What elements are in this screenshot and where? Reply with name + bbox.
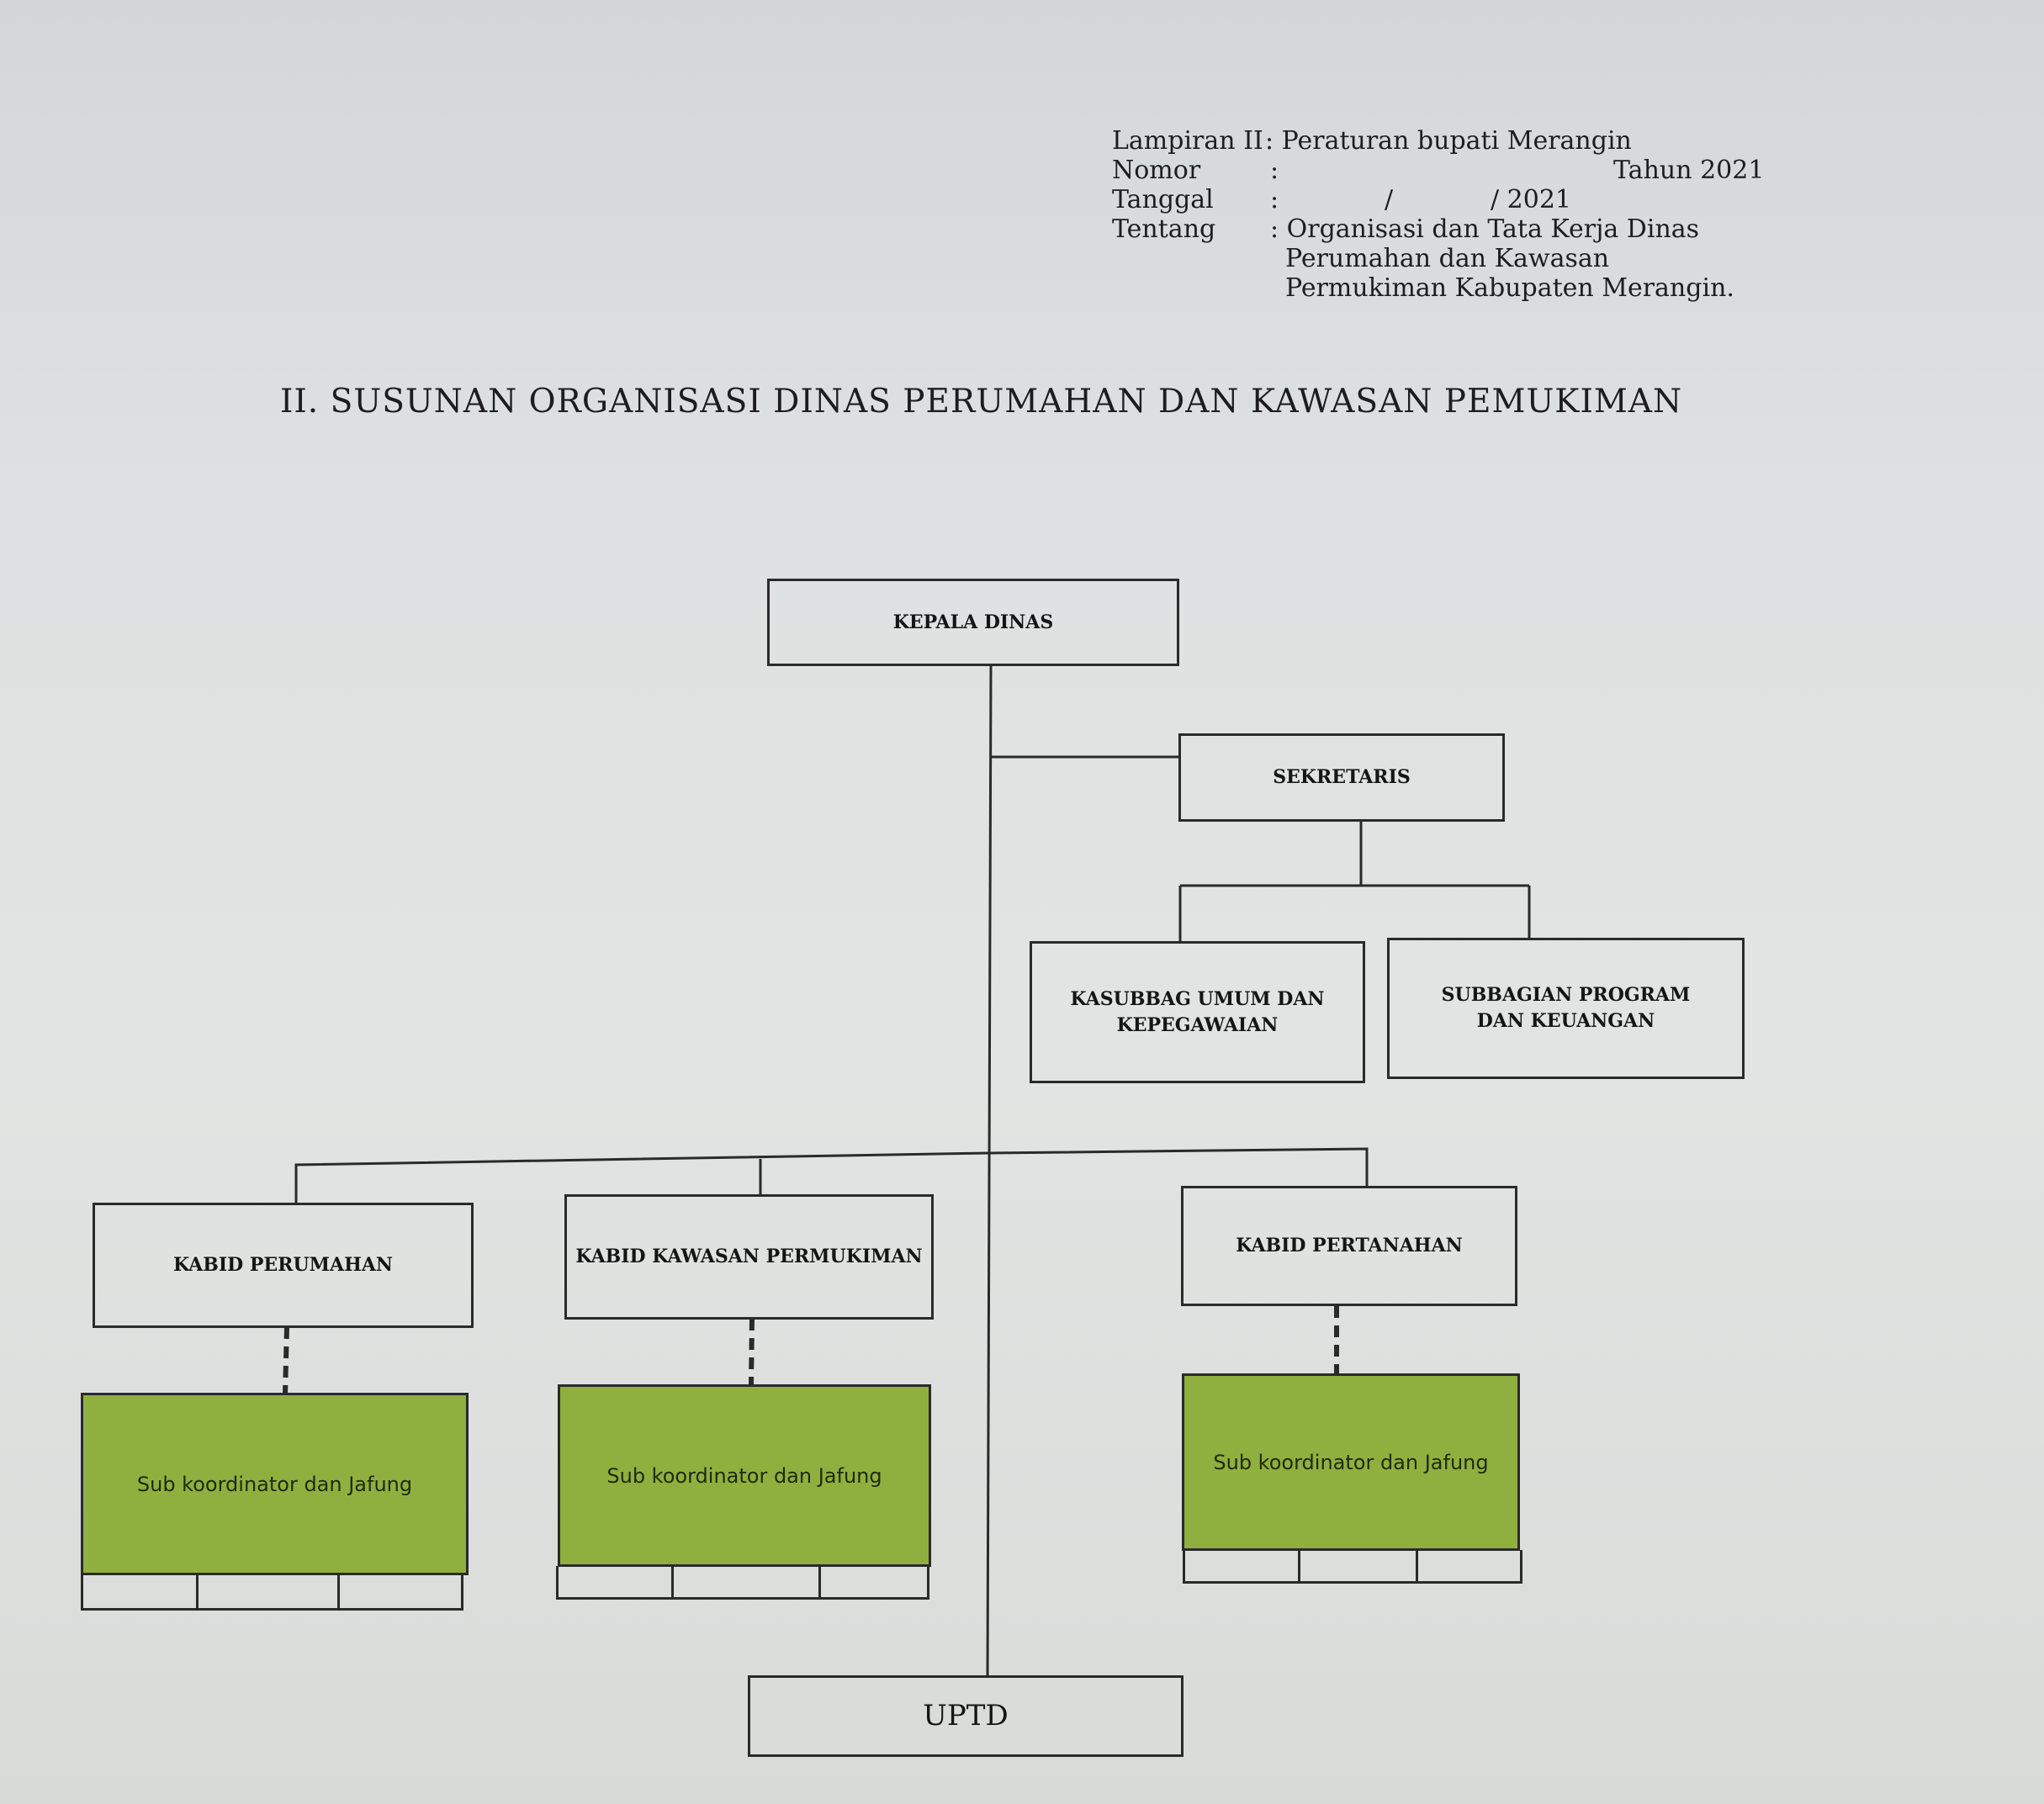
sub-koordinator-label-1: Sub koordinator dan Jafung (136, 1472, 413, 1496)
tanggal-year: / 2021 (1491, 185, 1571, 214)
dashed-line-2 (749, 1318, 755, 1387)
kabid-bus-line (294, 1147, 1369, 1204)
kasubbag-umum-label: KASUBBAG UMUM DAN KEPEGAWAIAN (1070, 987, 1325, 1036)
cell (674, 1566, 821, 1597)
tentang-line2: Perumahan dan Kawasan (1285, 244, 1610, 273)
kabid-pertanahan-box: KABID PERTANAHAN (1181, 1186, 1517, 1306)
uptd-label: UPTD (923, 1699, 1009, 1733)
cell (1300, 1550, 1418, 1581)
subbagian-program-box: SUBBAGIAN PROGRAM DAN KEUANGAN (1387, 938, 1745, 1079)
cell (821, 1566, 927, 1597)
cell (199, 1575, 340, 1608)
sub-koordinator-cells-2 (556, 1566, 929, 1600)
kabid-pertanahan-label: KABID PERTANAHAN (1236, 1235, 1463, 1256)
kabid-kawasan-box: KABID KAWASAN PERMUKIMAN (564, 1194, 934, 1320)
main-spine-line (986, 664, 993, 1679)
sub-koordinator-cells-3 (1183, 1550, 1522, 1584)
cell (83, 1575, 199, 1608)
dashed-line-1 (283, 1326, 289, 1395)
sub-koordinator-cells-1 (81, 1575, 463, 1611)
sekretaris-label: SEKRETARIS (1273, 766, 1411, 788)
nomor-label: Nomor (1112, 156, 1201, 185)
uptd-box: UPTD (748, 1675, 1184, 1757)
sekretaris-box: SEKRETARIS (1178, 733, 1505, 822)
subbagian-program-label: SUBBAGIAN PROGRAM DAN KEUANGAN (1441, 984, 1691, 1032)
cell (1418, 1550, 1520, 1581)
tentang-line1: : Organisasi dan Tata Kerja Dinas (1270, 214, 1700, 244)
kabid-kawasan-label: KABID KAWASAN PERMUKIMAN (575, 1246, 923, 1267)
kepala-dinas-label: KEPALA DINAS (892, 611, 1054, 633)
nomor-separator: : (1270, 156, 1279, 185)
kabid-perumahan-label: KABID PERUMAHAN (172, 1254, 394, 1276)
tanggal-separator: : (1270, 185, 1279, 214)
kepala-dinas-box: KEPALA DINAS (767, 579, 1179, 666)
sub-koordinator-box-1: Sub koordinator dan Jafung (81, 1393, 469, 1575)
sub-koordinator-box-2: Sub koordinator dan Jafung (558, 1384, 931, 1567)
kasubbag-umum-box: KASUBBAG UMUM DAN KEPEGAWAIAN (1030, 941, 1365, 1083)
cell (1185, 1550, 1300, 1581)
tanggal-slash: / (1385, 185, 1394, 214)
lampiran-value: : Peraturan bupati Merangin (1265, 126, 1632, 156)
page-title: II. SUSUNAN ORGANISASI DINAS PERUMAHAN D… (280, 383, 1683, 421)
cell (340, 1575, 461, 1608)
sub-koordinator-label-3: Sub koordinator dan Jafung (1213, 1450, 1489, 1474)
lampiran-label: Lampiran II (1112, 126, 1263, 156)
nomor-tahun: Tahun 2021 (1613, 156, 1765, 185)
tentang-line3: Permukiman Kabupaten Merangin. (1285, 273, 1734, 303)
cell (559, 1566, 674, 1597)
tanggal-label: Tanggal (1112, 185, 1214, 214)
sub-koordinator-box-3: Sub koordinator dan Jafung (1182, 1373, 1520, 1551)
sub-koordinator-label-2: Sub koordinator dan Jafung (606, 1463, 882, 1488)
tentang-label: Tentang (1112, 214, 1216, 244)
kabid-perumahan-box: KABID PERUMAHAN (93, 1203, 474, 1328)
